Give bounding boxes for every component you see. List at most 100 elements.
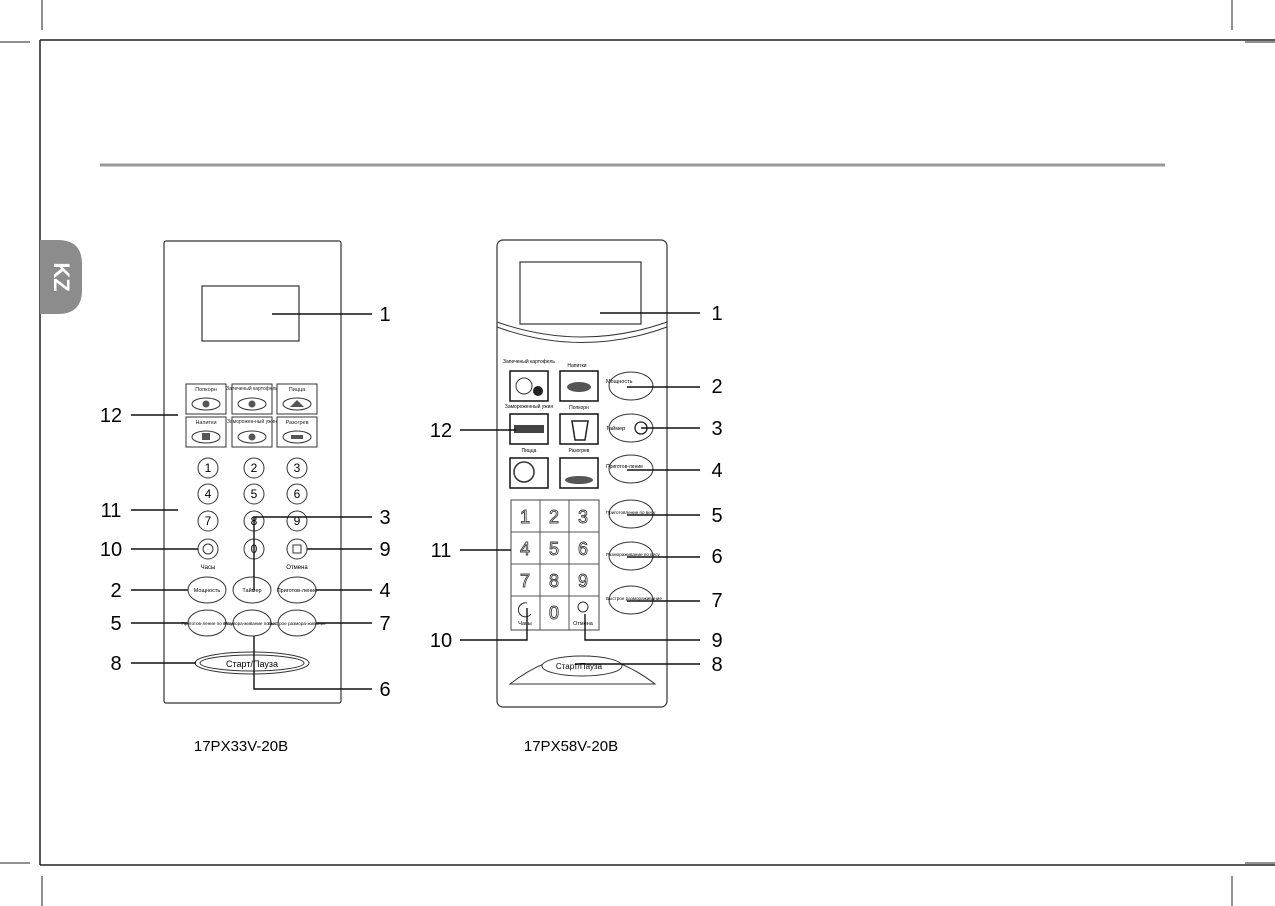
power-button[interactable]: Мощность (606, 371, 654, 401)
cooking-button[interactable]: Приготов-ление (606, 454, 654, 484)
svg-text:Таймер: Таймер (606, 425, 625, 432)
cancel-button[interactable]: Отмена (573, 601, 594, 627)
svg-text:Мощность: Мощность (194, 588, 221, 594)
power-button[interactable]: Мощность (187, 576, 227, 604)
auto-button-pizza[interactable]: Пицца (276, 383, 318, 415)
callout-1: 1 (711, 303, 722, 325)
control-panel-17px33v: Попкорн Запеченый картофель Пицца Напитк… (100, 240, 391, 755)
svg-text:Таймер: Таймер (242, 587, 261, 594)
cancel-icon (577, 601, 589, 613)
language-tab: KZ (40, 240, 82, 314)
clock-button[interactable]: Часы (197, 538, 219, 571)
svg-text:Попкорн: Попкорн (195, 387, 217, 393)
callout-4: 4 (711, 460, 722, 482)
svg-text:Отмена: Отмена (573, 621, 594, 627)
digit-key-8[interactable]: 8 (549, 571, 560, 592)
callout-1: 1 (379, 304, 390, 326)
svg-text:Напитки: Напитки (195, 420, 216, 426)
callout-9: 9 (379, 539, 390, 561)
svg-text:Напитки: Напитки (567, 363, 586, 369)
digit-key-3[interactable]: 3 (286, 457, 308, 479)
digit-key-7[interactable]: 7 (197, 510, 219, 532)
digit-key-1[interactable]: 1 (520, 507, 531, 528)
callout-7: 7 (711, 590, 722, 612)
clock-icon (202, 543, 214, 555)
frozen-dinner-icon (514, 425, 544, 433)
leader-lines (460, 312, 700, 665)
cup-icon (202, 433, 210, 440)
auto-button-popcorn[interactable]: Попкорн (185, 383, 227, 415)
callout-8: 8 (711, 654, 722, 676)
auto-button-drinks[interactable]: Напитки (559, 363, 599, 402)
weight-defrost-button[interactable]: Размора-живание по весу (224, 609, 280, 637)
svg-text:Замороженный ужин: Замороженный ужин (505, 403, 554, 410)
auto-button-frozen-dinner[interactable]: Замороженный ужин (505, 403, 554, 445)
weight-defrost-button[interactable]: Размораживание по весу (606, 541, 660, 571)
digit-key-6[interactable]: 6 (578, 539, 589, 560)
auto-button-pizza[interactable]: Пицца (509, 448, 549, 489)
weight-cook-button[interactable]: Приготовление по весу (606, 499, 656, 529)
keypad-digits: 1 2 3 4 5 6 7 8 9 0 (520, 507, 589, 624)
auto-menu-buttons: Попкорн Запеченый картофель Пицца Напитк… (185, 383, 318, 448)
cooking-button[interactable]: Приготов-ление (277, 576, 318, 604)
svg-text:Отмена: Отмена (286, 565, 308, 571)
digit-key-5[interactable]: 5 (243, 483, 265, 505)
callout-11: 11 (431, 540, 452, 562)
callout-2: 2 (110, 580, 121, 602)
auto-button-baked-potato[interactable]: Запеченый картофель (226, 383, 278, 415)
svg-text:Часы: Часы (201, 565, 216, 571)
digit-key-9[interactable]: 9 (286, 510, 308, 532)
svg-text:2: 2 (251, 461, 258, 475)
model-caption-17px58v: 17PX58V-20B (524, 738, 618, 755)
auto-button-frozen-dinner[interactable]: Заморожен-ный ужин (227, 416, 277, 448)
function-buttons: Мощность Таймер Приготов-ление Приготовл… (606, 371, 662, 615)
svg-text:Быстрое размора-живание: Быстрое размора-живание (268, 621, 326, 626)
svg-text:Пицца: Пицца (522, 448, 537, 454)
digit-key-0[interactable]: 0 (549, 603, 560, 624)
auto-button-drinks[interactable]: Напитки (185, 416, 227, 448)
svg-text:3: 3 (294, 461, 301, 475)
callout-10: 10 (100, 539, 122, 561)
callout-8: 8 (110, 653, 121, 675)
clock-icon (517, 602, 532, 618)
quick-defrost-button[interactable]: Быстрое размораживание (606, 585, 662, 615)
clock-button[interactable]: Часы (517, 602, 532, 627)
digit-key-1[interactable]: 1 (197, 457, 219, 479)
digit-key-6[interactable]: 6 (286, 483, 308, 505)
digit-key-2[interactable]: 2 (243, 457, 265, 479)
digit-key-2[interactable]: 2 (549, 507, 560, 528)
digit-key-9[interactable]: 9 (578, 571, 589, 592)
start-pause-button[interactable]: Старт/Пауза (194, 651, 310, 675)
auto-button-popcorn[interactable]: Попкорн (559, 405, 599, 445)
callout-11: 11 (101, 500, 122, 522)
auto-button-reheat[interactable]: Разогрев (276, 416, 318, 448)
callout-9: 9 (711, 630, 722, 652)
digit-key-4[interactable]: 4 (197, 483, 219, 505)
callout-5: 5 (711, 505, 722, 527)
digit-key-7[interactable]: 7 (520, 571, 531, 592)
number-keypad (510, 499, 600, 631)
callout-2: 2 (711, 376, 722, 398)
svg-text:Попкорн: Попкорн (569, 405, 589, 411)
start-pause-button[interactable]: Старт/Пауза (541, 655, 623, 677)
display-window (519, 261, 642, 325)
cup-icon (567, 382, 591, 392)
timer-button[interactable]: Таймер (232, 576, 272, 604)
svg-text:Пицца: Пицца (289, 387, 306, 393)
auto-button-reheat[interactable]: Разогрев (559, 448, 599, 489)
svg-text:Размораживание по весу: Размораживание по весу (606, 552, 660, 557)
cancel-button[interactable]: Отмена (286, 538, 308, 571)
svg-text:Разогрев: Разогрев (285, 420, 308, 426)
svg-text:6: 6 (294, 487, 301, 501)
digit-key-3[interactable]: 3 (578, 507, 589, 528)
svg-text:1: 1 (205, 461, 212, 475)
auto-button-baked-potato[interactable]: Запеченый картофель (503, 358, 555, 402)
digit-key-5[interactable]: 5 (549, 539, 560, 560)
callout-6: 6 (711, 546, 722, 568)
callouts: 1 2 3 4 5 6 7 12 11 10 9 8 (430, 303, 723, 676)
function-buttons: Мощность Таймер Приготов-ление Приготов-… (181, 576, 326, 637)
plate-icon (291, 435, 303, 439)
digit-key-4[interactable]: 4 (520, 539, 531, 560)
